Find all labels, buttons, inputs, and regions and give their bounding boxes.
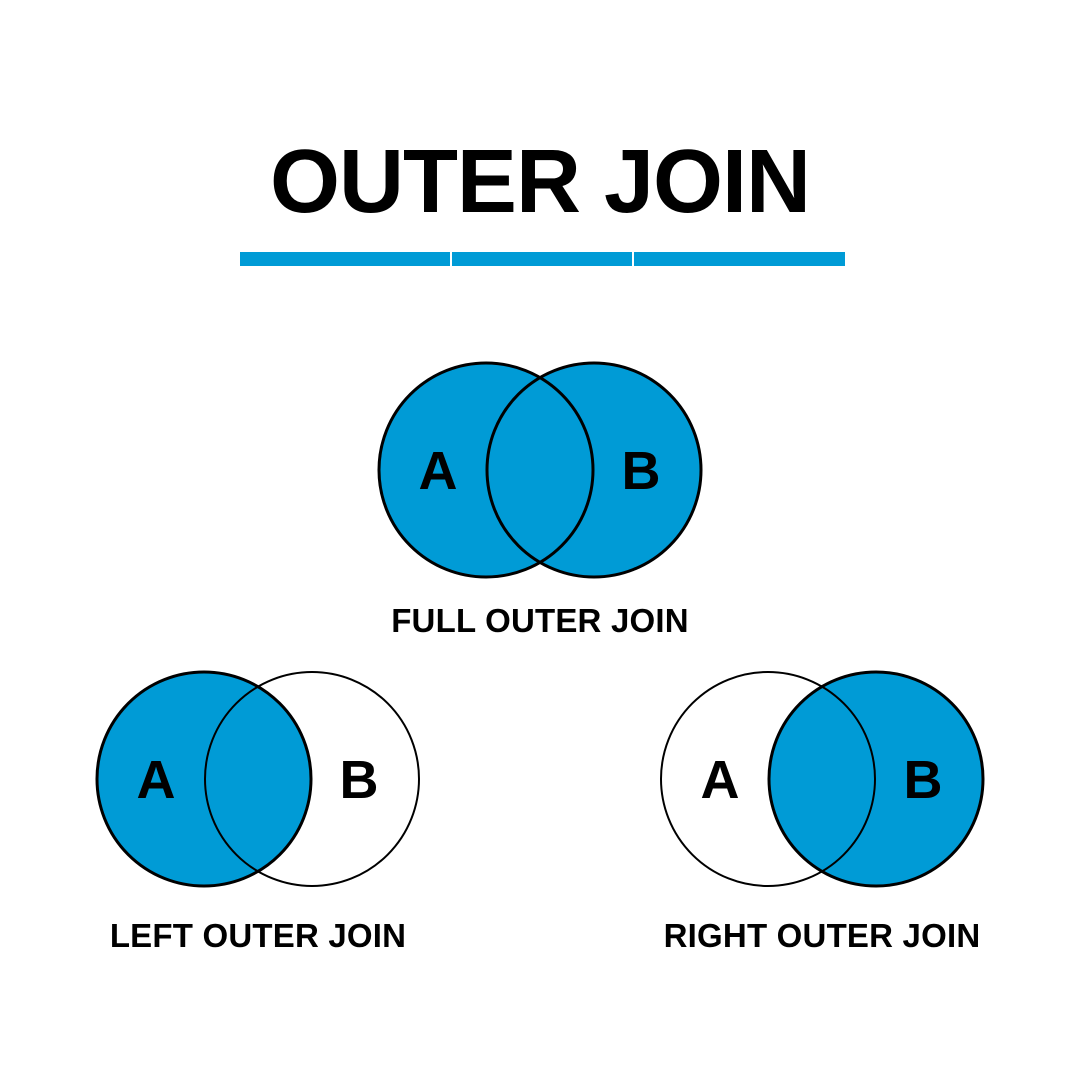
venn-circle-b-outline — [767, 670, 985, 888]
title-underline-segment-2 — [452, 252, 632, 266]
venn-intersection-fill — [769, 672, 875, 886]
venn-caption-left-outer-join: LEFT OUTER JOIN — [109, 917, 407, 954]
venn-label-a: A — [419, 441, 458, 501]
venn-panel-right-outer-join: A B RIGHT OUTER JOIN — [572, 665, 1072, 956]
venn-circle-b-outline — [485, 361, 703, 579]
venn-intersection-fill — [205, 672, 311, 886]
venn-circle-a-outline — [377, 361, 595, 579]
venn-circle-a-outline — [95, 670, 313, 888]
title-underline-segment-1 — [240, 252, 450, 266]
venn-label-a: A — [701, 750, 740, 810]
venn-label-b: B — [622, 441, 661, 501]
venn-panel-full-outer-join: A B FULL OUTER JOIN — [290, 356, 790, 641]
venn-label-b: B — [340, 750, 379, 810]
venn-label-a: A — [137, 750, 176, 810]
venn-diagram-left-outer-join: A B — [95, 670, 420, 888]
title-underline — [240, 252, 845, 266]
venn-label-b: B — [904, 750, 943, 810]
venn-caption-right-outer-join: RIGHT OUTER JOIN — [663, 917, 981, 954]
venn-diagram-right-outer-join: A B — [660, 670, 985, 888]
venn-circle-a-outline — [660, 671, 876, 887]
page-title: OUTER JOIN — [269, 132, 811, 232]
venn-intersection-fill — [487, 363, 593, 577]
venn-caption-full-outer-join: FULL OUTER JOIN — [391, 602, 689, 639]
venn-diagram-full-outer-join: A B — [377, 361, 703, 579]
venn-panel-left-outer-join: A B LEFT OUTER JOIN — [8, 665, 508, 956]
venn-circle-b-outline — [204, 671, 420, 887]
title-underline-segment-3 — [634, 252, 845, 266]
